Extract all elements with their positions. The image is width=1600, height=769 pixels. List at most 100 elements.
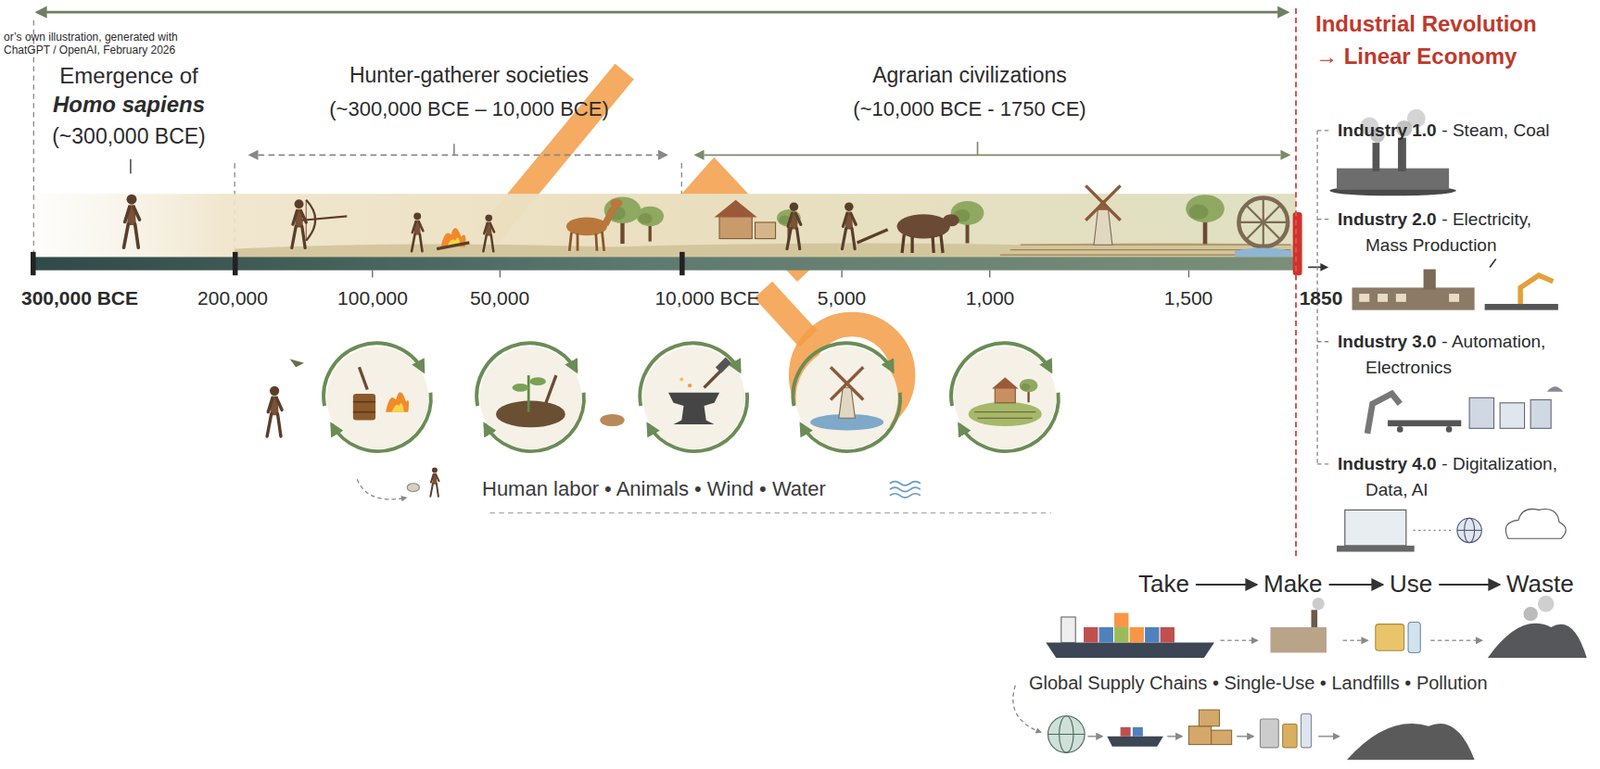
take-make-use-waste-icons — [1343, 639, 1368, 642]
small-figures — [290, 358, 305, 368]
supply-chain-icons — [1106, 736, 1164, 748]
windmill — [1093, 209, 1113, 246]
supply-chain-icons — [1259, 719, 1279, 749]
axis-tick-label: 1,500 — [1164, 286, 1214, 310]
hunter-gatherer-bracket — [247, 150, 258, 161]
hunter-gatherer-bracket — [247, 143, 669, 161]
flow-arrow — [1329, 584, 1384, 586]
fire-and-barrel-icon — [353, 393, 376, 421]
mass-production-icon — [1352, 259, 1559, 311]
cycle-arrows — [951, 342, 1052, 407]
landscape-trees — [604, 194, 1225, 244]
cycle-ground — [953, 346, 1056, 449]
timeline-axis — [371, 270, 373, 279]
timeline-axis — [840, 270, 842, 279]
mass-production-icon — [1396, 293, 1407, 303]
timeline-axis — [1320, 263, 1329, 272]
agrarian-bracket — [694, 141, 1292, 161]
field-and-house-icon — [974, 411, 1036, 413]
automation-icon — [1530, 400, 1551, 430]
water-waves — [889, 482, 921, 486]
timeline-axis — [989, 270, 991, 279]
time-span-arrow — [34, 6, 1290, 19]
steam-factory-icon — [1372, 142, 1381, 172]
stage-name: Industry 3.0 — [1337, 331, 1437, 352]
cycle-ground — [642, 346, 745, 449]
fire-and-barrel-icon — [358, 367, 368, 390]
automation-icon — [1367, 393, 1400, 434]
deer — [569, 231, 604, 252]
water-wheel — [1238, 198, 1288, 248]
windmill-and-water-icon — [830, 367, 864, 400]
take-make-use-waste-icons — [1220, 639, 1258, 642]
flow-arrow — [1438, 584, 1500, 586]
take-make-use-waste-icons — [1045, 642, 1215, 659]
hunter-gatherer-bracket — [257, 153, 659, 156]
anvil-icon — [687, 383, 692, 388]
take-make-use-waste-icons — [1099, 627, 1114, 644]
flow-step: Take — [1138, 570, 1190, 599]
era-date: (~10,000 BCE - 1750 CE) — [852, 97, 1086, 122]
water-waves — [889, 494, 921, 498]
field-and-house-icon — [991, 377, 1019, 389]
water-waves — [889, 487, 921, 492]
industry-stage: Industry 3.0- Automation, Electronics — [1337, 329, 1570, 381]
supply-chain-icons — [1346, 723, 1475, 761]
cycle-ground — [326, 346, 429, 449]
anvil-icon — [668, 393, 720, 425]
cycle-arrows — [484, 393, 585, 452]
industry-bracket — [1317, 129, 1331, 131]
digital-icon — [1336, 546, 1415, 553]
timeline-axis — [679, 252, 686, 276]
small-figures — [430, 467, 439, 496]
flow-label: Make — [1263, 570, 1323, 598]
supply-chain-icons — [1211, 730, 1232, 745]
cycle-arrows — [323, 342, 1059, 452]
mass-production-icon — [1352, 287, 1475, 310]
field-and-house-icon — [977, 418, 1033, 420]
take-make-use-waste-icons — [1310, 609, 1318, 628]
industry-stage: Industry 2.0- Electricity, Mass Producti… — [1337, 206, 1570, 258]
soil-and-plant-icon — [512, 383, 530, 393]
plough-and-ox — [857, 229, 889, 243]
energy-divider — [356, 479, 407, 499]
cycle-ground — [796, 346, 899, 449]
digital-icon — [1345, 509, 1407, 547]
cycle-arrows — [331, 393, 432, 452]
take-make-use-waste-icons — [1408, 622, 1421, 653]
take-make-use-waste-icons — [1375, 624, 1405, 652]
agrarian-bracket — [977, 141, 979, 155]
mass-production-icon — [1423, 269, 1436, 291]
time-span-arrow — [1277, 6, 1290, 19]
panel-heading: Industrial Revolution → Linear Economy — [1315, 8, 1548, 74]
industry-bracket — [1317, 341, 1331, 343]
credit-note: ChatGPT / OpenAI, February 2026 — [3, 43, 176, 57]
windmill-and-water-icon — [810, 367, 884, 431]
supply-chain-icons — [1087, 736, 1102, 738]
axis-tick-label: 300,000 BCE — [21, 286, 139, 310]
digital-icon — [1413, 530, 1455, 532]
windmill — [1085, 185, 1120, 220]
take-make-use-waste-icons — [1083, 627, 1098, 644]
field-and-house-icon — [968, 377, 1042, 427]
industrial-era-panel: Industrial Revolution → Linear EconomyIn… — [1295, 8, 1594, 557]
industry-stage: Industry 4.0- Digitalization, Data, AI — [1337, 451, 1570, 503]
timeline-axis — [30, 252, 37, 276]
axis-tick-label: 200,000 — [197, 286, 268, 310]
timeline-axis — [129, 159, 132, 174]
landscape-trees — [1185, 194, 1225, 244]
take-make-use-waste-icons — [1144, 627, 1159, 644]
fire-and-barrel-icon — [353, 401, 376, 404]
timeline-axis — [372, 270, 1190, 279]
landscape-trees — [635, 206, 664, 242]
flow-step: Make — [1263, 570, 1323, 599]
human-figures — [124, 194, 140, 249]
supply-chain-icons — [1318, 736, 1339, 738]
digital-icon — [1457, 530, 1482, 532]
landscape-band — [234, 242, 1295, 260]
automation-icon — [1367, 386, 1563, 434]
stage-name: Industry 2.0 — [1337, 209, 1437, 229]
automation-icon — [1387, 420, 1461, 428]
